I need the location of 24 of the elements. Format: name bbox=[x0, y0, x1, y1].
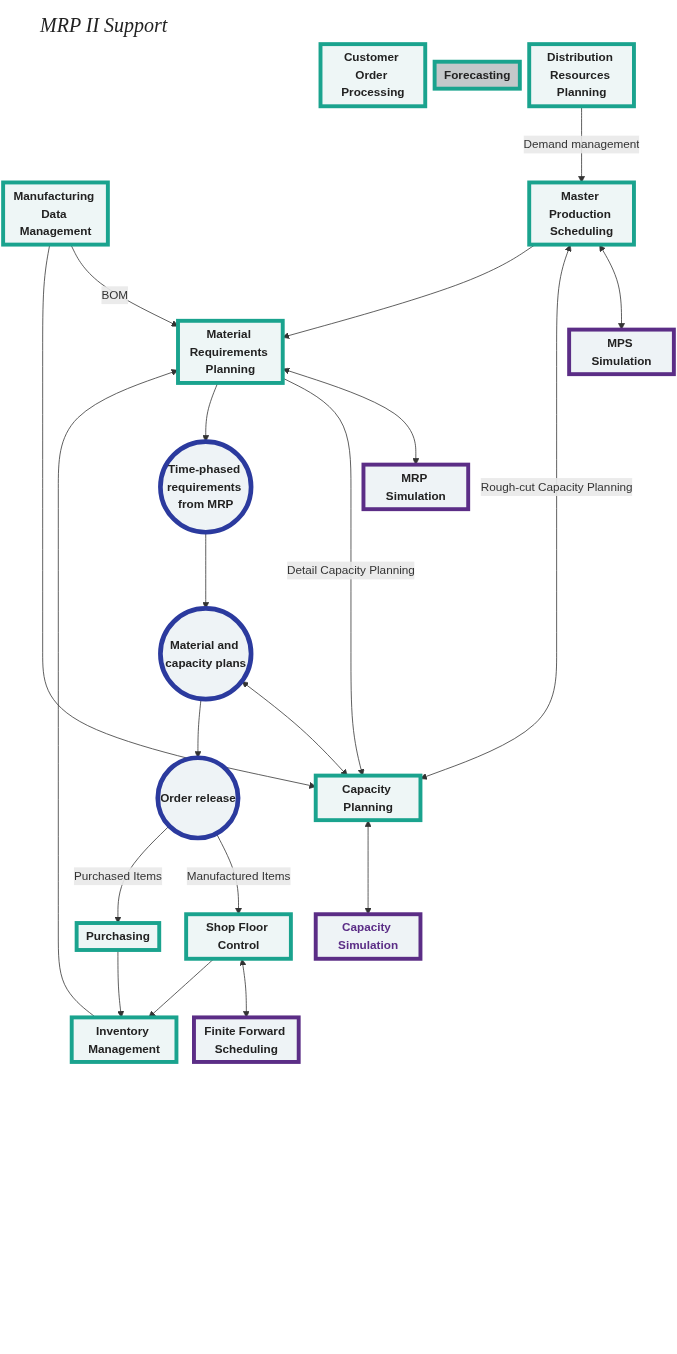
node-box: Capacity Simulation bbox=[313, 912, 423, 961]
node-box: Forecasting bbox=[432, 59, 522, 91]
node-box: Shop Floor Control bbox=[184, 912, 293, 961]
node-box: Manufacturing Data Management bbox=[1, 180, 110, 247]
node-box: Purchasing bbox=[74, 921, 162, 952]
node-box: Inventory Management bbox=[69, 1015, 179, 1064]
node-box: Distribution Resources Planning bbox=[527, 42, 636, 109]
node-box: Finite Forward Scheduling bbox=[192, 1015, 301, 1064]
node-box: MRP Simulation bbox=[361, 462, 471, 512]
edge-label: Purchased Items bbox=[73, 868, 162, 883]
edge-label: Rough-cut Capacity Planning bbox=[480, 479, 633, 493]
node-box: Customer Order Processing bbox=[318, 42, 428, 109]
node-circle: Order release bbox=[155, 755, 241, 841]
edge-label: Manufactured Items bbox=[186, 868, 291, 883]
node-box: Master Production Scheduling bbox=[527, 180, 636, 247]
node-circle: Time-phased requirements from MRP bbox=[158, 439, 254, 535]
node-box: Material Requirements Planning bbox=[176, 318, 285, 385]
node-box: Capacity Planning bbox=[313, 773, 423, 823]
diagram-title: MRP II Support bbox=[40, 14, 168, 37]
edge-label: Demand management bbox=[523, 137, 640, 151]
edge-label: Detail Capacity Planning bbox=[287, 563, 415, 577]
node-box: MPS Simulation bbox=[567, 327, 676, 377]
edge-label: BOM bbox=[101, 287, 129, 302]
node-circle: Material and capacity plans bbox=[158, 606, 254, 702]
